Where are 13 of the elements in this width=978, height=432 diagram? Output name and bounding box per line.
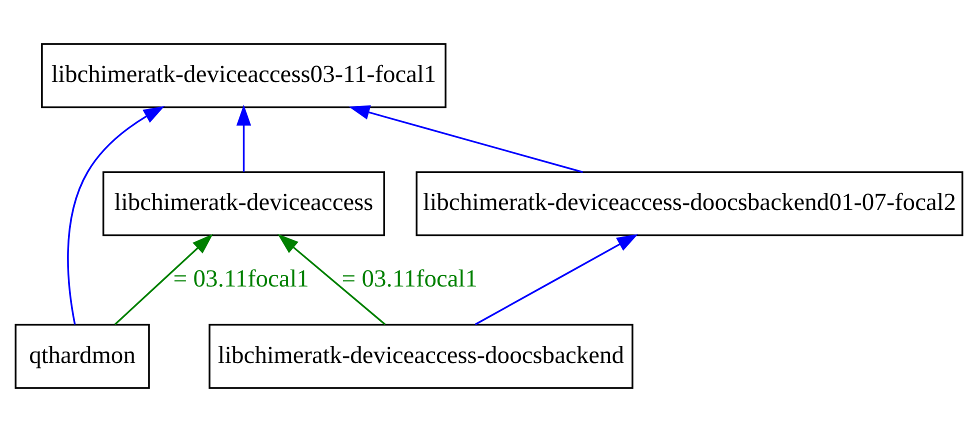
arrow [114, 234, 214, 326]
arrow [67, 106, 165, 325]
node-box: libchimeratk-deviceaccess03-11-focal1 [41, 43, 446, 108]
edge-label: = 03.11focal1 [173, 266, 309, 293]
node-box: libchimeratk-deviceaccess-doocsbackend01-07-focal2 [416, 171, 964, 236]
arrow [474, 234, 638, 326]
arrow [236, 104, 252, 172]
node-box: qthardmon [14, 324, 150, 389]
edge-label: = 03.11focal1 [342, 266, 478, 293]
node-box: libchimeratk-deviceaccess-doocsbackend [208, 324, 634, 389]
arrow [278, 234, 386, 326]
arrow [348, 105, 583, 173]
node-box: libchimeratk-deviceaccess [102, 171, 386, 236]
